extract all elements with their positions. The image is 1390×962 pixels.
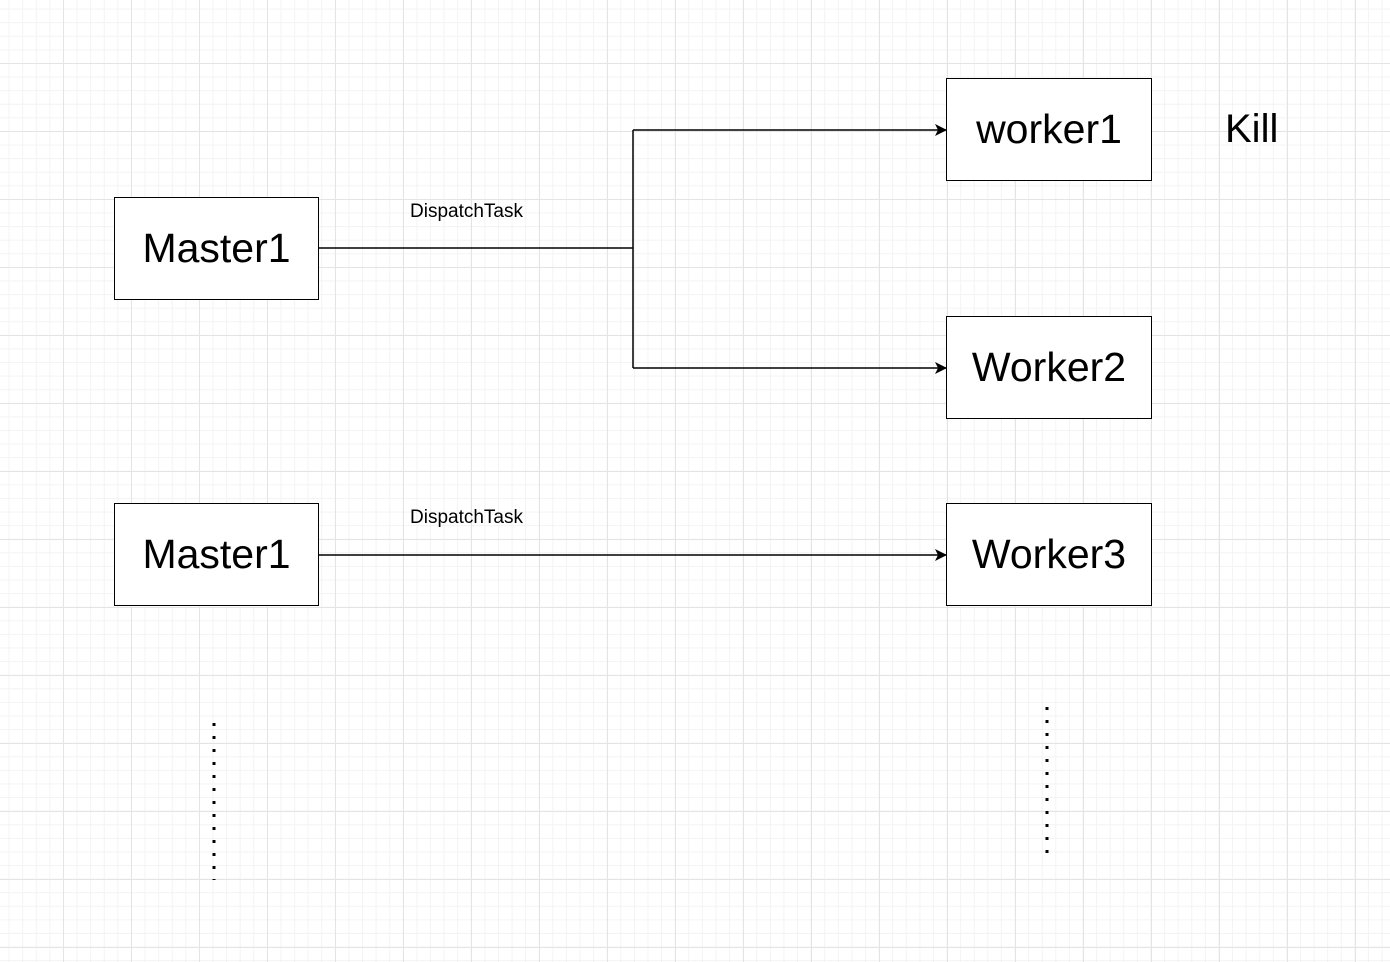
worker2-node[interactable]: Worker2 [946,316,1152,419]
worker3-label: Worker3 [971,531,1127,577]
worker2-label: Worker2 [971,344,1127,390]
master1-top-node[interactable]: Master1 [114,197,319,300]
master1-bottom-label: Master1 [142,531,291,577]
dispatch-task-label-bottom: DispatchTask [410,507,523,528]
dispatch-task-label-top: DispatchTask [410,201,523,222]
worker3-node[interactable]: Worker3 [946,503,1152,606]
master1-bottom-node[interactable]: Master1 [114,503,319,606]
kill-annotation: Kill [1225,107,1279,151]
worker1-label: worker1 [976,106,1122,152]
worker1-node[interactable]: worker1 [946,78,1152,181]
master1-top-label: Master1 [142,225,291,271]
